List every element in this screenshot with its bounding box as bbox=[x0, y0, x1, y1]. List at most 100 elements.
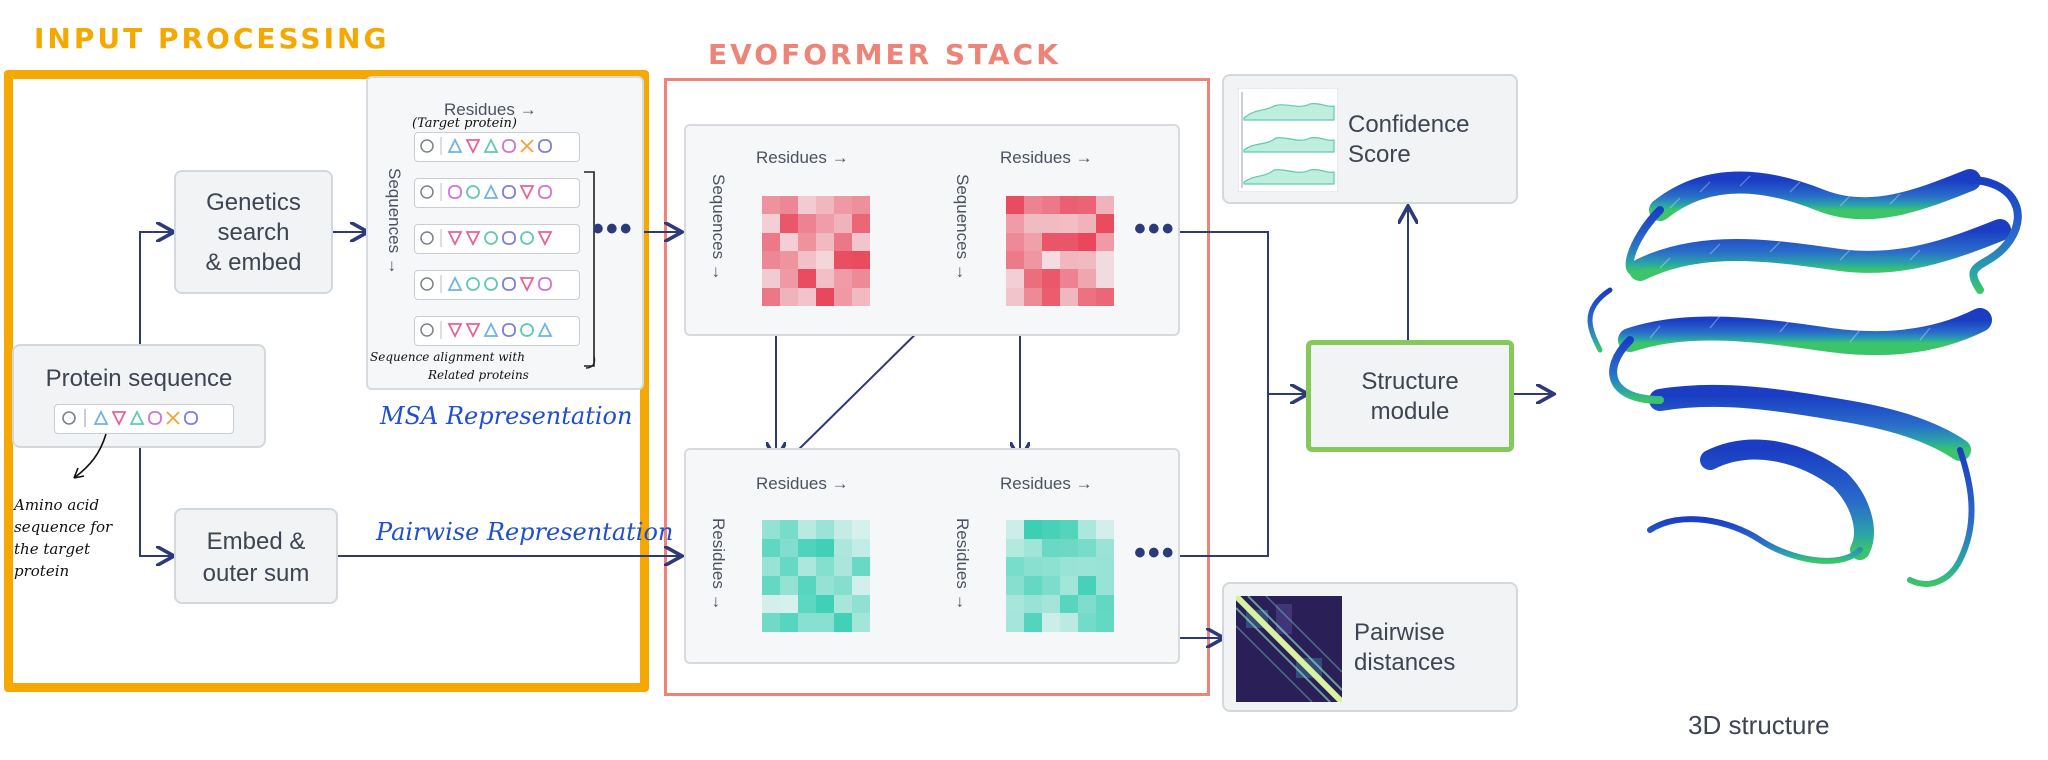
heatmap-cell bbox=[1060, 287, 1078, 306]
heatmap-cell bbox=[834, 196, 852, 215]
heatmap-cell bbox=[762, 538, 780, 558]
amino-acid-note: Amino acid sequence for the target prote… bbox=[14, 496, 113, 580]
heatmap-cell bbox=[834, 232, 852, 251]
heatmap-cell bbox=[798, 613, 816, 632]
heatmap-cell bbox=[1006, 613, 1024, 632]
heatmap-cell bbox=[1096, 269, 1114, 288]
heatmap-cell bbox=[762, 251, 780, 270]
heatmap-cell bbox=[1096, 613, 1114, 632]
heatmap-cell bbox=[852, 557, 870, 576]
heatmap-cell bbox=[834, 557, 852, 576]
input-processing-title: INPUT PROCESSING bbox=[34, 22, 390, 55]
heatmap-cell bbox=[852, 251, 870, 270]
heatmap-cell bbox=[762, 594, 780, 614]
evo-msa1-sequences-label: Sequences → bbox=[709, 174, 728, 281]
heatmap-cell bbox=[798, 575, 816, 595]
heatmap-cell bbox=[816, 613, 834, 632]
heatmap-cell bbox=[798, 557, 816, 576]
heatmap-cell bbox=[834, 538, 852, 558]
alignment-note-1: Sequence alignment with bbox=[370, 350, 525, 364]
handwritten-arrow bbox=[73, 433, 107, 479]
input-processing-frame bbox=[4, 70, 649, 692]
embed-outer-sum-label: Embed & outer sum bbox=[202, 528, 310, 587]
embed-outer-sum-box: Embed & outer sum bbox=[174, 508, 338, 604]
heatmap-cell bbox=[1006, 287, 1024, 306]
heatmap-cell bbox=[1042, 557, 1060, 576]
msa-heatmap-2 bbox=[1006, 196, 1114, 306]
pairwise-distances-label: Pairwise distances bbox=[1354, 619, 1456, 676]
heatmap-cell bbox=[1042, 196, 1060, 215]
heatmap-cell bbox=[1042, 613, 1060, 632]
heatmap-cell bbox=[798, 196, 816, 215]
confidence-score-box: Confidence Score bbox=[1222, 74, 1518, 204]
heatmap-cell bbox=[1042, 251, 1060, 270]
heatmap-cell bbox=[852, 594, 870, 614]
evo-msa-ellipsis: ••• bbox=[1134, 210, 1176, 248]
heatmap-cell bbox=[1024, 214, 1042, 233]
heatmap-cell bbox=[834, 575, 852, 595]
heatmap-cell bbox=[816, 575, 834, 595]
msa-row-4 bbox=[414, 316, 580, 346]
heatmap-cell bbox=[1042, 269, 1060, 288]
heatmap-cell bbox=[798, 594, 816, 614]
heatmap-cell bbox=[816, 557, 834, 576]
heatmap-cell bbox=[780, 269, 798, 288]
heatmap-cell bbox=[1078, 557, 1096, 576]
evo-msa2-residues-header: Residues → bbox=[1000, 148, 1093, 167]
heatmap-cell bbox=[1006, 251, 1024, 270]
heatmap-cell bbox=[834, 251, 852, 270]
heatmap-cell bbox=[1078, 520, 1096, 539]
heatmap-cell bbox=[762, 214, 780, 233]
evo-pair1-residues-label: Residues → bbox=[709, 518, 728, 611]
heatmap-cell bbox=[852, 520, 870, 539]
heatmap-cell bbox=[1096, 538, 1114, 558]
heatmap-cell bbox=[780, 520, 798, 539]
residue-glyphs-icon bbox=[62, 409, 198, 427]
distance-matrix-icon bbox=[1236, 596, 1342, 702]
heatmap-cell bbox=[1024, 575, 1042, 595]
msa-sequences-label: Sequences → bbox=[385, 168, 404, 275]
heatmap-cell bbox=[798, 538, 816, 558]
heatmap-cell bbox=[834, 269, 852, 288]
heatmap-cell bbox=[1096, 594, 1114, 614]
evo-pair2-residues-label: Residues → bbox=[953, 518, 972, 611]
pairwise-representation-label: Pairwise Representation bbox=[376, 518, 674, 546]
heatmap-cell bbox=[1006, 538, 1024, 558]
heatmap-cell bbox=[852, 196, 870, 215]
heatmap-cell bbox=[834, 613, 852, 632]
heatmap-cell bbox=[780, 575, 798, 595]
alignment-bracket bbox=[584, 171, 596, 369]
heatmap-cell bbox=[798, 214, 816, 233]
heatmap-cell bbox=[780, 538, 798, 558]
msa-panel: Residues → (Target protein) Sequences → … bbox=[366, 76, 644, 390]
heatmap-cell bbox=[780, 557, 798, 576]
heatmap-cell bbox=[1096, 287, 1114, 306]
heatmap-cell bbox=[816, 287, 834, 306]
msa-row-2 bbox=[414, 224, 580, 254]
heatmap-cell bbox=[834, 594, 852, 614]
heatmap-cell bbox=[762, 520, 780, 539]
heatmap-cell bbox=[1024, 538, 1042, 558]
heatmap-cell bbox=[816, 269, 834, 288]
msa-representation-label: MSA Representation bbox=[380, 402, 633, 430]
heatmap-cell bbox=[852, 613, 870, 632]
heatmap-cell bbox=[1096, 251, 1114, 270]
heatmap-cell bbox=[834, 214, 852, 233]
heatmap-cell bbox=[762, 575, 780, 595]
heatmap-cell bbox=[816, 232, 834, 251]
heatmap-cell bbox=[1060, 520, 1078, 539]
heatmap-cell bbox=[1006, 594, 1024, 614]
heatmap-cell bbox=[1060, 251, 1078, 270]
heatmap-cell bbox=[762, 613, 780, 632]
heatmap-cell bbox=[1042, 232, 1060, 251]
evoformer-stack-frame bbox=[664, 78, 1210, 696]
protein-sequence-label: Protein sequence bbox=[45, 365, 233, 392]
alignment-note-2: Related proteins bbox=[428, 368, 529, 382]
heatmap-cell bbox=[1096, 214, 1114, 233]
heatmap-cell bbox=[762, 287, 780, 306]
evo-msa1-residues-header: Residues → bbox=[756, 148, 849, 167]
evoformer-stack-title: EVOFORMER STACK bbox=[708, 38, 1061, 71]
heatmap-cell bbox=[834, 520, 852, 539]
heatmap-cell bbox=[816, 594, 834, 614]
heatmap-cell bbox=[762, 196, 780, 215]
